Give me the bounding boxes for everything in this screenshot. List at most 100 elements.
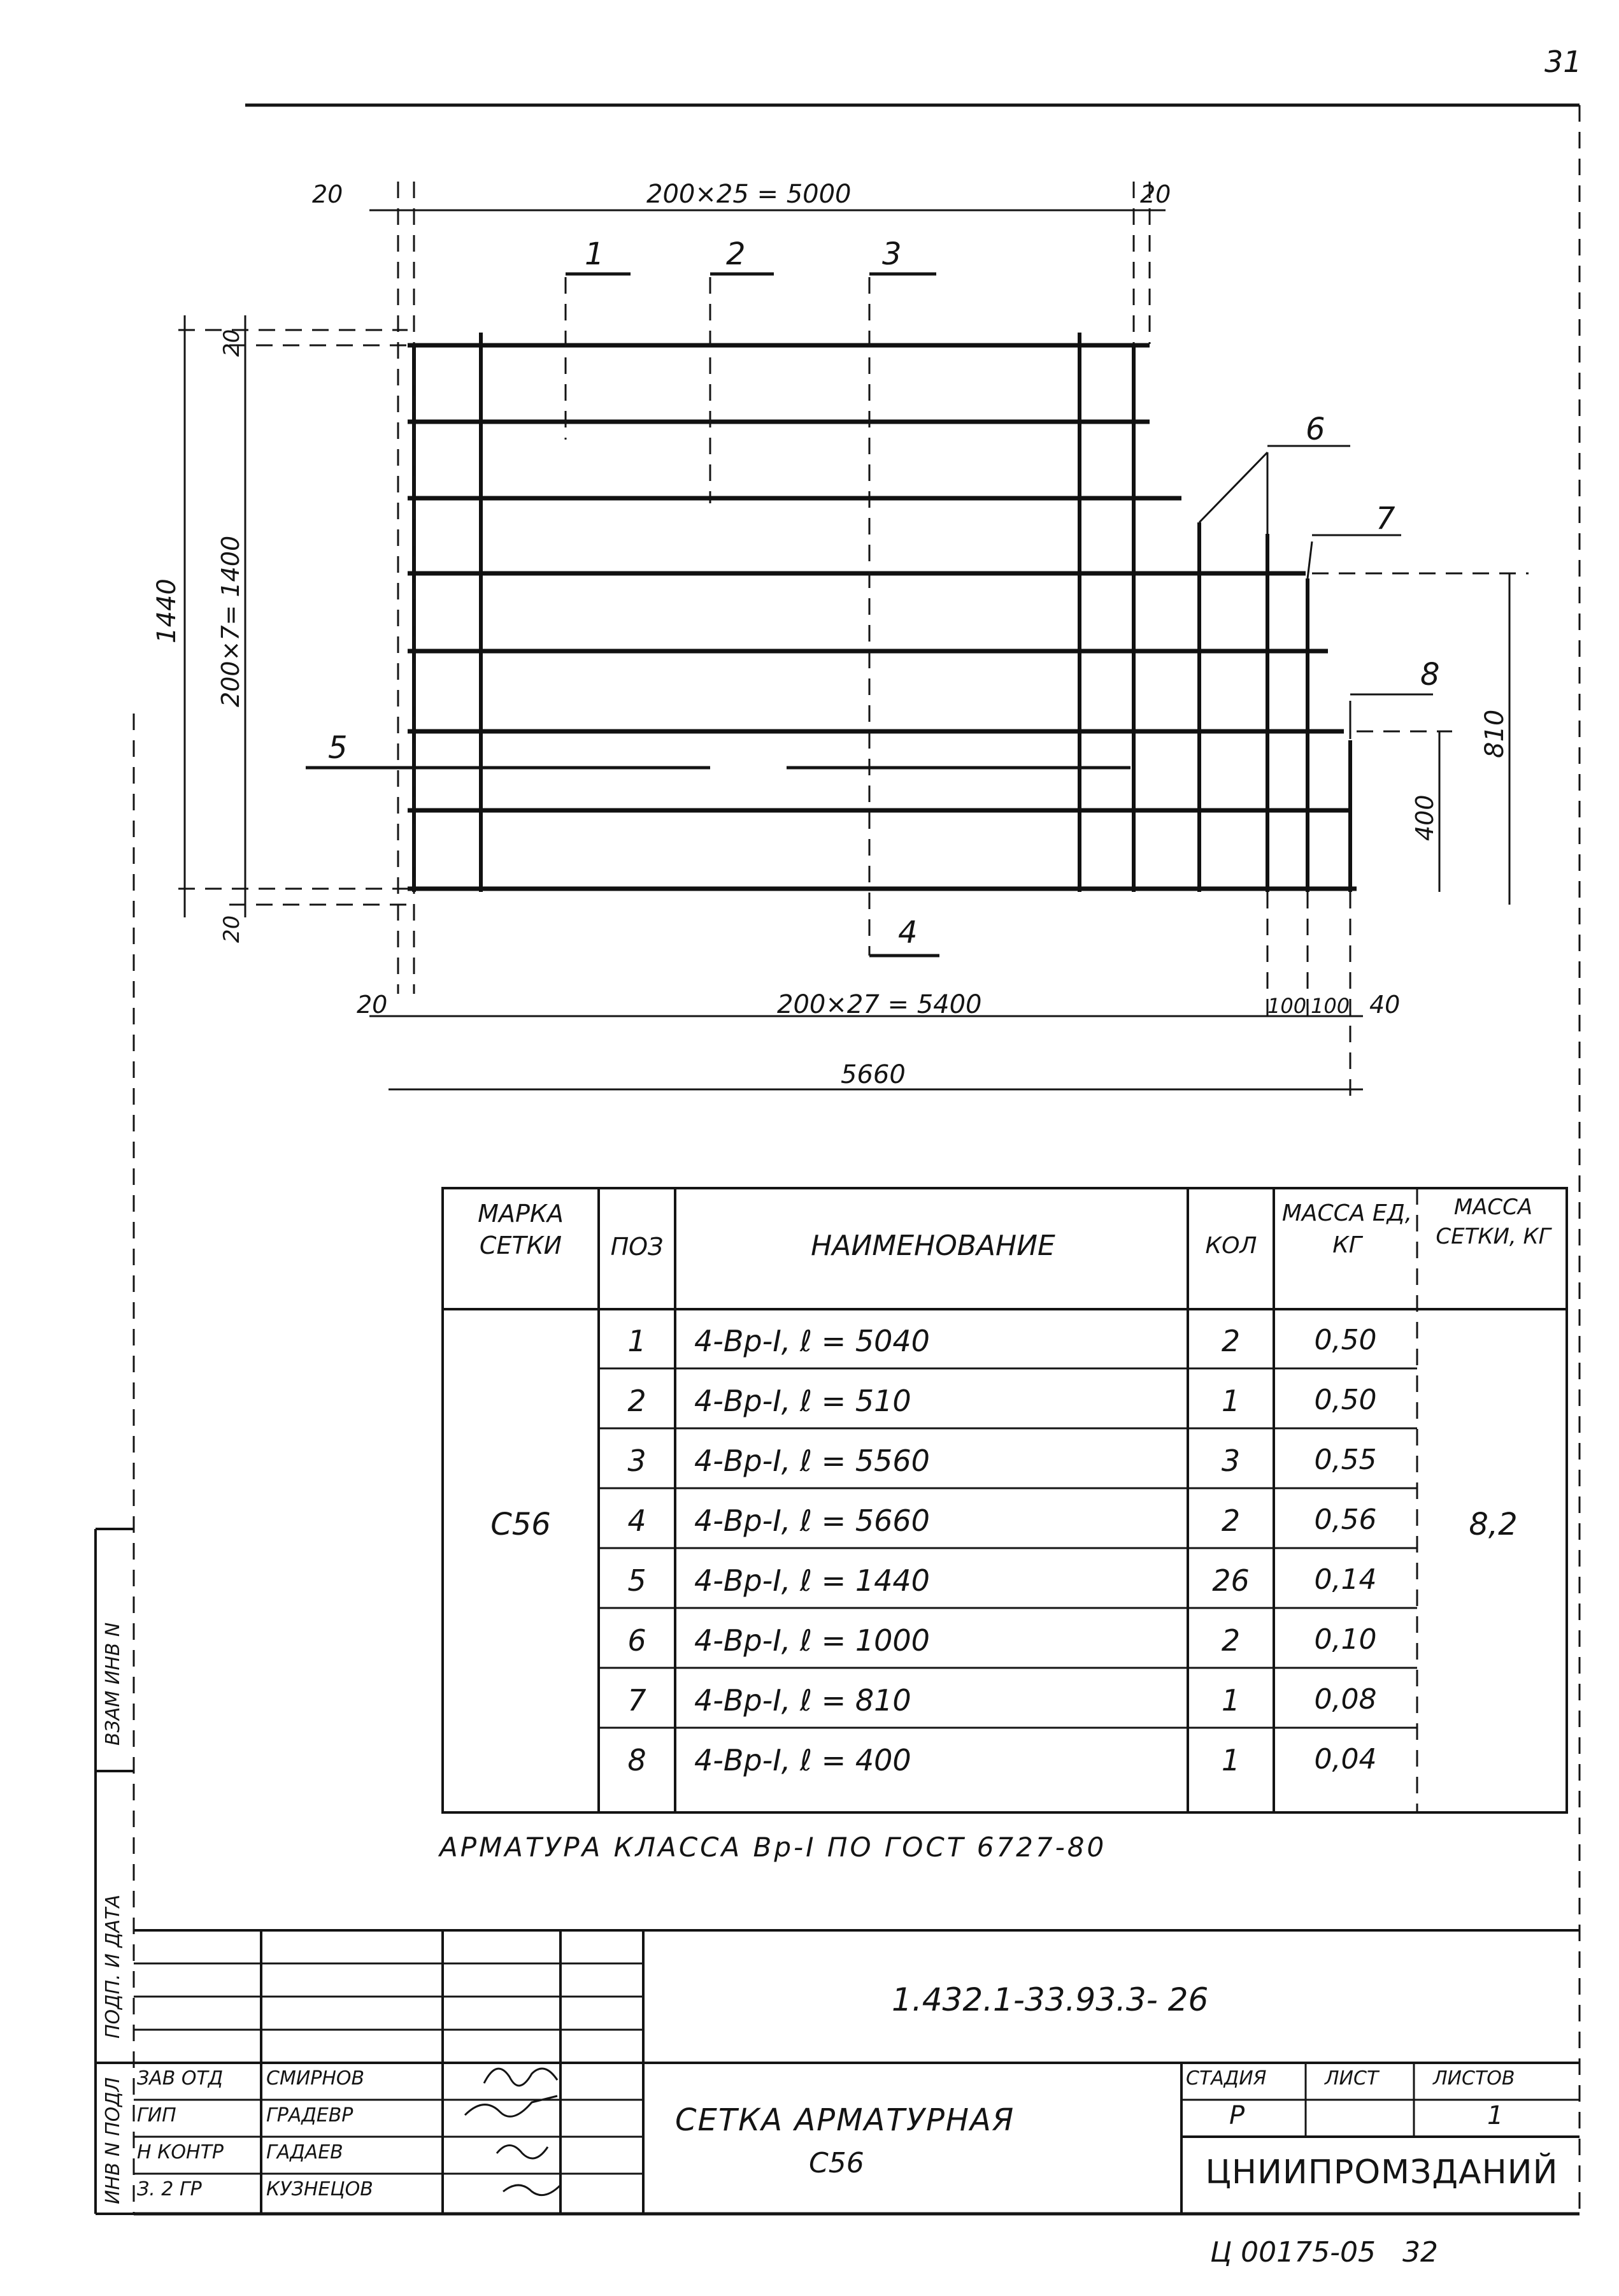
dim-bottom-100a: 100 (1267, 994, 1306, 1018)
spec-row: 5 4-Bp-I, ℓ = 1440 26 0,14 (599, 1551, 1417, 1611)
spec-mark-value: С56 (490, 1507, 551, 1542)
pos-7-label: 7 (1376, 501, 1395, 536)
spec-row: 2 4-Bp-I, ℓ = 510 1 0,50 (599, 1371, 1417, 1431)
sheet-frame (132, 103, 1581, 2216)
staff-name-2: ГРАДЕВР (266, 2104, 353, 2127)
footer-code: Ц 00175-05 32 (1210, 2236, 1438, 2269)
staff-role-3: Н КОНТР (137, 2141, 224, 2163)
spec-pos: 1 (627, 1324, 646, 1358)
spec-table (441, 1187, 1568, 1814)
dim-left-top-20: 20 (219, 329, 245, 357)
staff-name-4: КУЗНЕЦОВ (266, 2178, 373, 2200)
drawing-labels: 20 200×25 = 5000 20 1 2 3 4 5 6 7 8 1440… (152, 180, 1509, 1089)
spec-qty: 1 (1221, 1743, 1241, 1777)
spec-header-name: НАИМЕНОВАНИЕ (811, 1230, 1055, 1262)
spec-name: 4-Bp-I, ℓ = 5660 (694, 1503, 930, 1538)
spec-header-mesh-mass: МАССА СЕТКИ, КГ (1436, 1195, 1551, 1249)
pos-8-label: 8 (1420, 657, 1440, 692)
spec-pos: 5 (627, 1563, 646, 1598)
spec-qty: 3 (1221, 1444, 1241, 1478)
spec-mass: 0,10 (1314, 1623, 1377, 1656)
spec-mass: 0,56 (1314, 1503, 1377, 1536)
spec-row: 8 4-Bp-I, ℓ = 400 1 0,04 (599, 1730, 1417, 1790)
dim-right-810: 810 (1480, 710, 1509, 758)
section-3-label: 3 (882, 236, 902, 272)
pos-6-label: 6 (1306, 412, 1325, 447)
spec-name: 4-Bp-I, ℓ = 5560 (694, 1444, 930, 1478)
spec-pos: 2 (627, 1384, 646, 1418)
stage-value: Р (1229, 2101, 1245, 2130)
pos-5-label: 5 (328, 730, 348, 766)
dim-right-400: 400 (1411, 794, 1439, 841)
side-stamp-replace: ВЗАМ ИНВ N (102, 1622, 124, 1746)
spec-name: 4-Bp-I, ℓ = 400 (694, 1743, 911, 1777)
section-4-label: 4 (898, 915, 918, 951)
dim-left-overall: 1440 (152, 578, 182, 643)
spec-qty: 1 (1221, 1683, 1241, 1718)
dim-bottom-100b: 100 (1311, 994, 1350, 1018)
spec-pos: 8 (627, 1743, 646, 1777)
spec-row: 1 4-Bp-I, ℓ = 5040 2 0,50 (599, 1311, 1417, 1371)
spec-mesh-mass-value: 8,2 (1469, 1507, 1518, 1542)
doc-code: 1.432.1-33.93.3- 26 (892, 1981, 1209, 2018)
spec-name: 4-Bp-I, ℓ = 1440 (694, 1563, 930, 1598)
dim-top-right-20: 20 (1140, 180, 1171, 208)
spec-header-mark: МАРКА СЕТКИ (478, 1200, 564, 1259)
stage-header: СТАДИЯ (1186, 2067, 1267, 2090)
spec-name: 4-Bp-I, ℓ = 5040 (694, 1324, 930, 1358)
dim-left-bottom-20: 20 (219, 915, 245, 943)
spec-qty: 1 (1221, 1384, 1241, 1418)
spec-mass: 0,50 (1314, 1324, 1377, 1356)
dim-left-span: 200×7= 1400 (217, 536, 245, 707)
side-stamp-sign-date: ПОДП. И ДАТА (102, 1894, 124, 2039)
spec-row: 3 4-Bp-I, ℓ = 5560 3 0,55 (599, 1431, 1417, 1491)
spec-header-pos: ПОЗ (610, 1233, 664, 1261)
sheets-value: 1 (1487, 2101, 1504, 2130)
staff-name-3: ГАДАЕВ (266, 2141, 343, 2163)
spec-pos: 6 (627, 1623, 646, 1658)
dim-overall-width: 5660 (841, 1060, 906, 1089)
spec-note: АРМАТУРА КЛАССА Bp-I ПО ГОСТ 6727-80 (439, 1832, 1107, 1863)
page-number: 31 (1544, 45, 1582, 79)
staff-role-1: ЗАВ ОТД (137, 2067, 224, 2090)
dim-top-span: 200×25 = 5000 (646, 180, 852, 209)
signature-3 (496, 2144, 549, 2160)
title-line-2: С56 (809, 2147, 864, 2179)
spec-name: 4-Bp-I, ℓ = 810 (694, 1683, 911, 1718)
title-line-1: СЕТКА АРМАТУРНАЯ (675, 2102, 1015, 2138)
spec-mass: 0,14 (1314, 1563, 1377, 1596)
signature-4 (503, 2184, 562, 2197)
spec-qty: 2 (1221, 1623, 1241, 1658)
spec-qty: 2 (1221, 1324, 1241, 1358)
spec-qty: 2 (1221, 1503, 1241, 1538)
signature-1 (483, 2067, 559, 2087)
dim-top-left-20: 20 (312, 180, 343, 208)
spec-mass: 0,50 (1314, 1384, 1377, 1416)
spec-row: 6 4-Bp-I, ℓ = 1000 2 0,10 (599, 1611, 1417, 1670)
spec-name: 4-Bp-I, ℓ = 1000 (694, 1623, 930, 1658)
side-stamp-inv-orig: ИНВ N ПОДЛ (102, 2077, 124, 2204)
section-1-label: 1 (585, 236, 604, 272)
spec-name: 4-Bp-I, ℓ = 510 (694, 1384, 911, 1418)
spec-header-unit-mass: МАССА ЕД, КГ (1281, 1200, 1413, 1258)
staff-role-4: З. 2 ГР (137, 2178, 202, 2200)
signature-2 (464, 2095, 558, 2118)
mesh-drawing (178, 182, 1529, 1096)
dim-bottom-left-20: 20 (357, 991, 387, 1019)
sheet-header: ЛИСТ (1325, 2067, 1379, 2090)
dim-bottom-40: 40 (1369, 991, 1400, 1019)
sheets-header: ЛИСТОВ (1433, 2067, 1515, 2090)
spec-mass: 0,04 (1314, 1743, 1377, 1776)
spec-header-qty: КОЛ (1205, 1233, 1257, 1259)
spec-pos: 7 (627, 1683, 646, 1718)
staff-role-2: ГИП (137, 2104, 176, 2127)
dim-bottom-span: 200×27 = 5400 (777, 990, 982, 1019)
spec-row: 4 4-Bp-I, ℓ = 5660 2 0,56 (599, 1491, 1417, 1551)
spec-pos: 4 (627, 1503, 646, 1538)
org-name: ЦНИИПРОМЗДАНИЙ (1205, 2153, 1558, 2192)
spec-row: 7 4-Bp-I, ℓ = 810 1 0,08 (599, 1670, 1417, 1730)
spec-mass: 0,08 (1314, 1683, 1377, 1716)
spec-qty: 26 (1212, 1563, 1250, 1598)
spec-mass: 0,55 (1314, 1444, 1377, 1476)
